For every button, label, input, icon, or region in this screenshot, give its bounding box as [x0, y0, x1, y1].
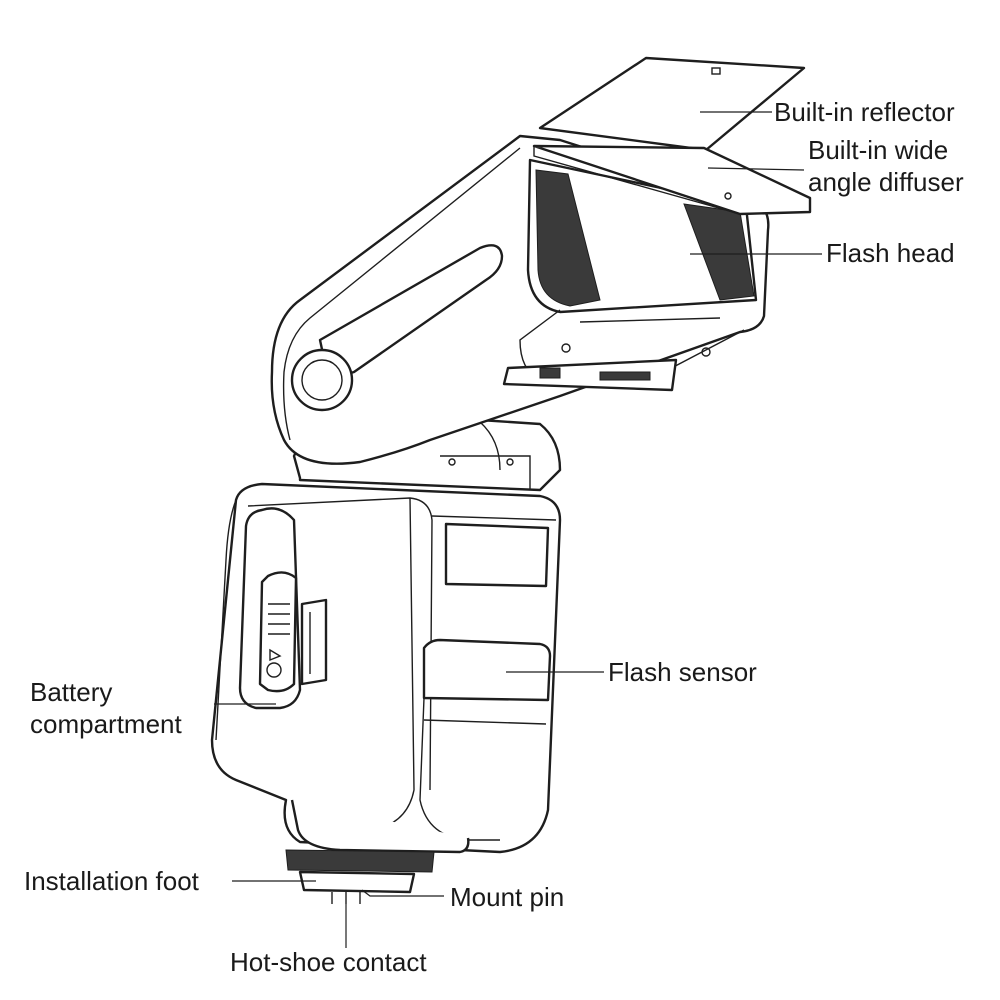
installation-foot-graphic — [285, 849, 435, 904]
label-mount-pin: Mount pin — [450, 882, 565, 912]
leader-diffuser — [707, 167, 805, 171]
label-built-in-reflector: Built-in reflector — [774, 97, 955, 127]
label-flash-head: Flash head — [826, 238, 955, 268]
reflector-and-diffuser — [532, 56, 812, 216]
label-compartment: compartment — [30, 709, 182, 739]
label-angle-diffuser: angle diffuser — [808, 167, 964, 197]
flash-body — [210, 482, 562, 854]
leader-mount-pin — [361, 889, 444, 897]
label-installation-foot: Installation foot — [24, 866, 199, 896]
label-flash-sensor: Flash sensor — [608, 657, 757, 687]
label-built-in-wide: Built-in wide — [808, 135, 949, 165]
label-hot-shoe-contact: Hot-shoe contact — [230, 947, 427, 977]
leader-lines — [214, 111, 822, 948]
label-battery: Battery — [30, 677, 113, 707]
